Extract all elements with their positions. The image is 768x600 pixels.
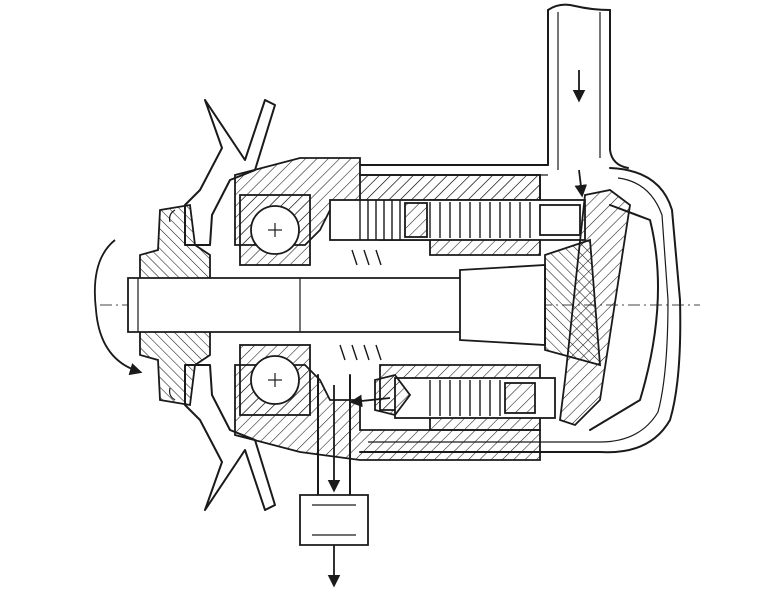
spring-piston-icon [329, 199, 586, 419]
swash-plate-icon [544, 189, 659, 431]
check-valve-icon [349, 373, 412, 417]
ball-bearing-icon [239, 194, 311, 416]
outlet-fitting-icon [299, 374, 369, 588]
rotation-arrow-icon [93, 239, 143, 376]
inlet-pipe-icon [547, 3, 629, 198]
drive-shaft-icon [127, 264, 546, 346]
inlet-flow-arrow-icon-2 [574, 169, 588, 198]
valve-flow-arrow-icon [349, 394, 391, 408]
